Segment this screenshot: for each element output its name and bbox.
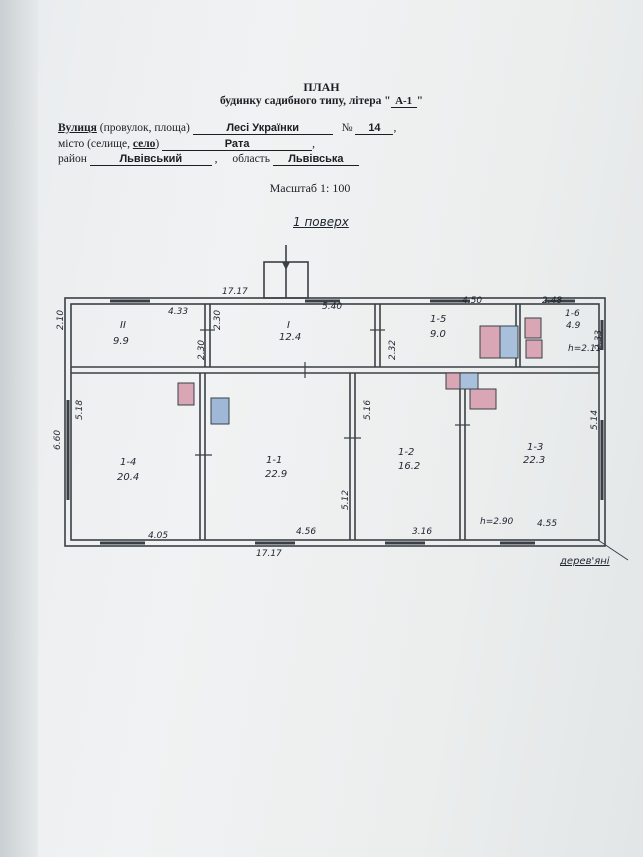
dimension: 2.10 [56,310,66,330]
stove-icon [525,339,543,359]
number-label: № [341,122,353,134]
overall-length-top: 17.17 [222,287,248,297]
dimension: 6.60 [53,430,63,450]
entrance-arrow-icon [282,262,290,270]
room-area: 9.0 [430,329,446,340]
city-village: село [132,138,156,150]
overall-length-bottom: 17.17 [256,549,282,559]
region-label: область [232,153,270,165]
room-area: 22.3 [523,455,545,466]
outer-wall-outer [64,297,606,547]
stove-icon [445,372,461,390]
room-id: 1-6 [565,309,580,319]
dimension: 3.16 [412,527,432,537]
dimension: 4.05 [148,531,168,541]
litera-value: А-1 [390,95,417,108]
street-label: Вулиця [58,122,97,134]
street-line: Вулиця (провулок, площа) Лесі Українки №… [58,122,397,135]
city-label: місто (селище, [58,138,133,150]
room-id: 1-2 [398,447,414,458]
page-shadow [0,0,38,857]
subtitle-suffix: " [416,95,424,107]
dimension: 2.33 [594,330,604,350]
room-area: 4.9 [566,321,581,331]
region-value: Львівська [272,153,359,166]
dimension: 4.33 [168,307,188,317]
stove-icon [524,317,542,339]
stove-icon [177,382,195,406]
room-id: 1-3 [527,442,543,453]
room-id: І [287,320,290,331]
district-value: Львівський [89,153,212,166]
stove-icon [469,388,497,410]
dimension: 2.32 [388,340,398,360]
room-area: 12.4 [279,332,301,343]
room-area: 9.9 [113,336,129,347]
room-area: 16.2 [398,461,420,472]
material-note: дерев'яні [559,555,610,567]
ceiling-height: h=2.90 [480,517,514,527]
scale-label: Масштаб 1: 100 [269,181,351,195]
ceiling-height: h=2.11 [568,344,601,354]
room-area: 20.4 [117,472,139,483]
stove-icon [459,372,479,390]
dimension: 4.50 [462,296,482,306]
dimension: 5.16 [363,400,373,420]
room-id: 1-1 [266,455,282,466]
number-value: 14 [355,122,394,135]
dimension: 2.30 [197,340,207,360]
stove-icon [499,325,519,359]
material-note-leader [597,539,629,561]
room-id: 1-5 [430,314,446,325]
dimension: 4.56 [296,527,316,537]
dimension: 5.40 [322,302,342,312]
district-line: район Львівський , область Львівська [58,153,359,166]
subtitle-prefix: будинку садибного типу, літера " [219,95,391,107]
room-id: 1-4 [120,457,136,468]
room-id: ІІ [120,320,126,331]
dimension: 2.30 [213,310,223,330]
dimension: 5.14 [590,410,600,430]
street-types: (провулок, площа) [96,122,193,134]
outer-wall-inner [70,303,600,541]
stove-icon [210,397,230,425]
document-subtitle: будинку садибного типу, літера "А-1" [0,95,643,108]
stove-icon [479,325,501,359]
district-label: район [58,153,87,165]
city-line: місто (селище, село) Рата, [58,138,316,151]
dimension: 5.12 [341,490,351,510]
floor-label: 1 поверх [293,215,349,229]
dimension: 4.55 [537,519,557,529]
city-close: ) [155,138,160,150]
dimension: 2.48 [542,296,562,306]
street-value: Лесі Українки [192,122,333,135]
dimension: 5.18 [75,400,85,420]
city-value: Рата [162,138,313,151]
document-title: ПЛАН [303,80,340,94]
room-area: 22.9 [265,469,287,480]
